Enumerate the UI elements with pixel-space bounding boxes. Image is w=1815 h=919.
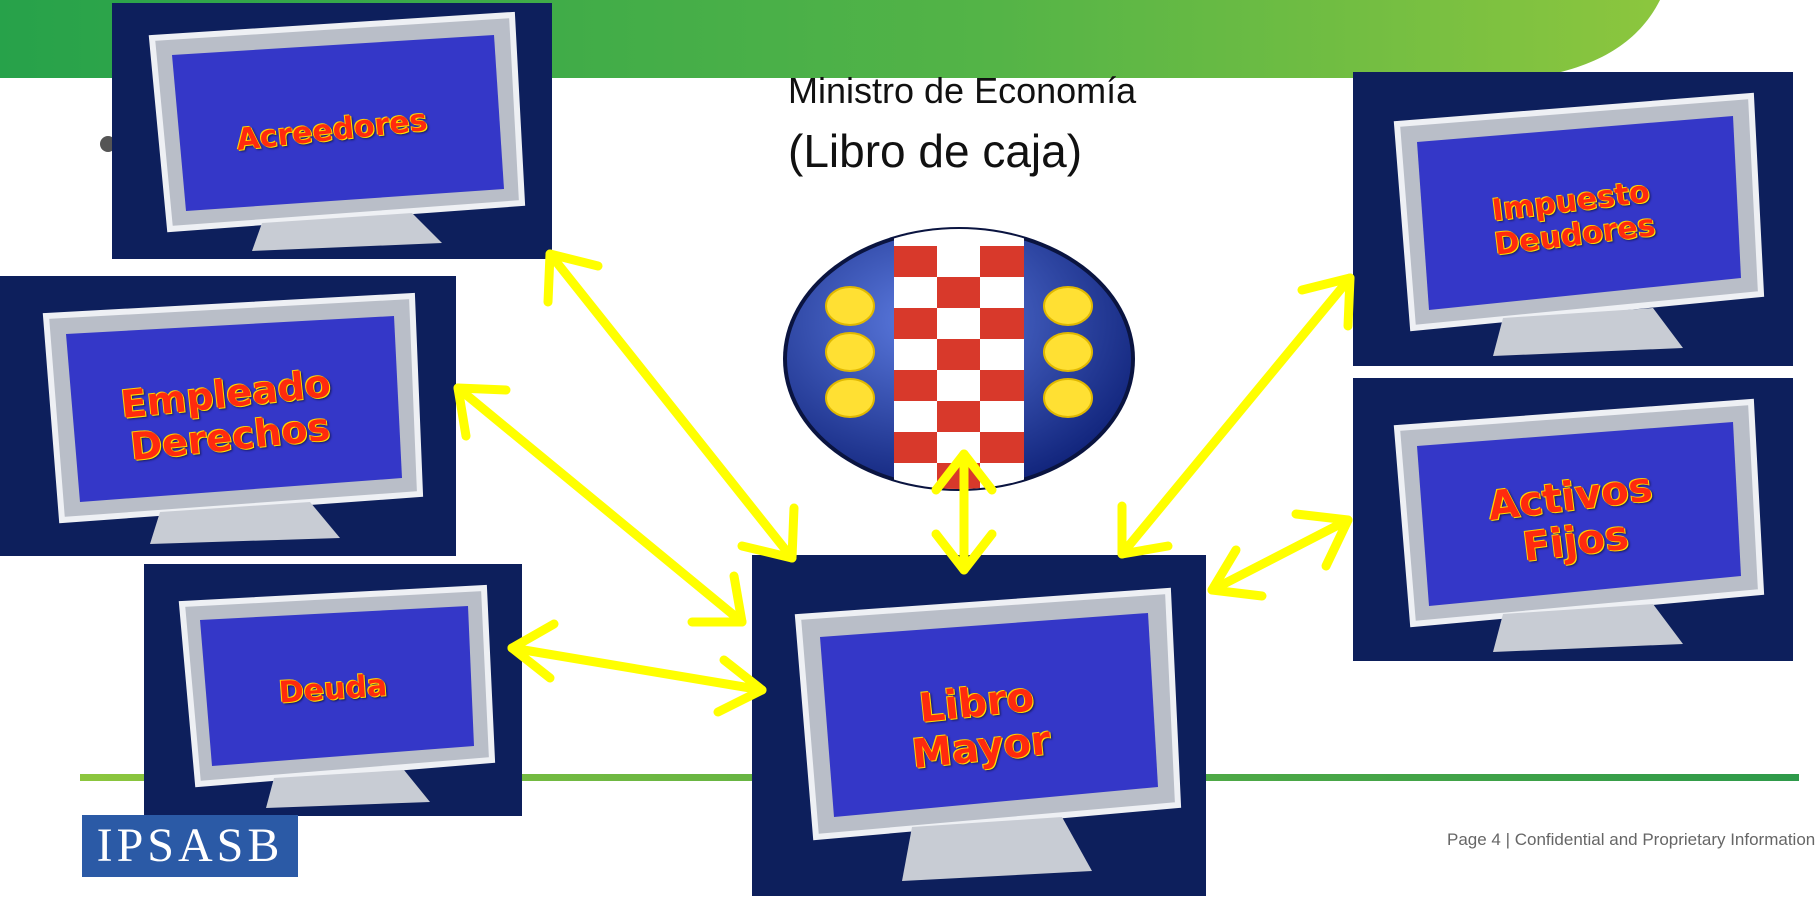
ipsasb-logo: IPSASB [82,815,298,877]
monitor-empleado-derechos: Empleado Derechos [0,276,456,556]
ministry-emblem [783,227,1135,491]
label-acreedores: Acreedores [234,103,430,159]
monitor-icon [148,11,526,251]
monitor-icon [1393,92,1765,356]
monitor-icon [42,292,424,544]
label-activos-fijos: Activos Fijos [1485,463,1655,571]
label-deuda: Deuda [277,668,389,711]
monitor-icon [178,584,496,808]
footer-text: Page 4 | Confidential and Proprietary In… [1447,830,1815,849]
monitor-icon [1393,398,1765,652]
label-libro-mayor: Libro Mayor [909,673,1053,778]
label-impuesto-deudores: Impuesto Deudores [1490,175,1658,263]
monitor-activos-fijos: Activos Fijos [1353,378,1793,661]
monitor-deuda: Deuda [144,564,522,816]
label-empleado-derechos: Empleado Derechos [118,361,333,470]
monitor-impuesto-deudores: Impuesto Deudores [1353,72,1793,366]
slide-title-line1: Ministro de Economía [788,70,1137,111]
monitor-acreedores: Acreedores [112,3,552,259]
monitor-libro-mayor: Libro Mayor [752,555,1206,896]
monitor-icon [794,587,1182,881]
slide-title-line2: (Libro de caja) [788,125,1083,177]
